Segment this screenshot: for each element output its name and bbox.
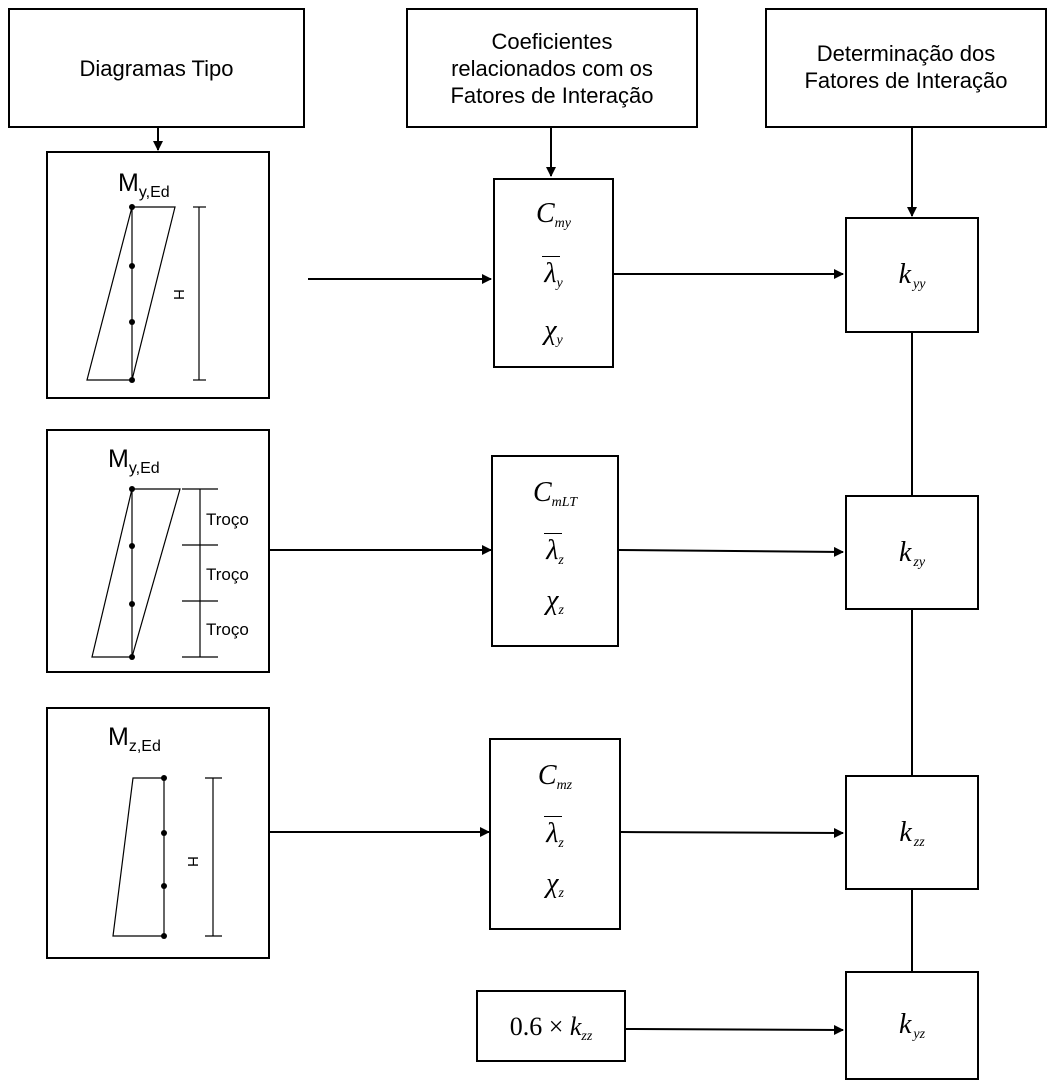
arrow-coef2-to-kzy xyxy=(618,546,844,557)
header-factors: Determinação dos Fatores de Interação xyxy=(765,8,1047,128)
moment-label-my: My,Ed xyxy=(118,169,170,202)
header-factors-line-1: Determinação dos xyxy=(816,41,996,66)
node-lower xyxy=(161,883,167,889)
diagram-my-linear-drawing xyxy=(86,204,206,383)
moment-label-main: M xyxy=(108,445,129,473)
moment-label-mz: Mz,Ed xyxy=(108,723,161,756)
coef-cm: CmLT xyxy=(532,477,578,510)
header-factors-line-2: Fatores de Interação xyxy=(804,68,1008,93)
formula-expression: 0.6 × kzz xyxy=(509,1012,593,1044)
arrow-coef3-to-kzz xyxy=(620,827,844,838)
diagram-my-segments-drawing xyxy=(91,486,218,660)
moment-label-sub: z,Ed xyxy=(128,738,161,755)
node-bottom xyxy=(129,377,135,383)
node-lower xyxy=(129,319,135,325)
coef-cm: Cmz xyxy=(537,760,573,793)
height-mark: H xyxy=(169,289,187,300)
diagram-my-linear: My,Ed H xyxy=(46,151,270,399)
coef-chi: χz xyxy=(546,868,564,901)
node-top xyxy=(129,204,135,210)
arrow-formula-to-kyz xyxy=(625,1024,844,1035)
header-coefficients-line-1: Coeficientes xyxy=(491,28,613,54)
moment-triangle xyxy=(86,206,176,381)
node-upper xyxy=(161,830,167,836)
diagram-mz-trapezoid: Mz,Ed H xyxy=(46,707,270,959)
coef-lambda: λz xyxy=(544,533,564,568)
coefficient-box-y: Cmy λy χy xyxy=(493,178,614,368)
height-mark: H xyxy=(183,856,201,867)
header-diagrams-text: Diagramas Tipo xyxy=(79,55,234,81)
moment-label-main: M xyxy=(118,169,139,197)
formula-box: 0.6 × kzz xyxy=(476,990,626,1062)
segment-label-2: Troço xyxy=(206,565,249,584)
coefficient-box-lt: CmLT λz χz xyxy=(491,455,619,647)
node-upper xyxy=(129,543,135,549)
coef-cm: Cmy xyxy=(535,198,571,231)
segment-label-3: Troço xyxy=(206,620,249,639)
header-diagrams: Diagramas Tipo xyxy=(8,8,305,128)
moment-trapezoid xyxy=(112,777,165,937)
coef-lambda: λz xyxy=(544,816,564,851)
node-lower xyxy=(129,601,135,607)
header-coefficients-line-3: Fatores de Interação xyxy=(450,82,654,108)
diagram-my-segments: My,Ed Troço Troço Troço xyxy=(46,429,270,673)
moment-label-my-2: My,Ed xyxy=(108,445,160,478)
node-upper xyxy=(129,263,135,269)
coefficient-box-z: Cmz λz χz xyxy=(489,738,621,930)
moment-label-sub: y,Ed xyxy=(128,460,160,477)
coef-lambda: λy xyxy=(542,256,563,291)
coef-chi: χz xyxy=(546,585,564,618)
node-bottom xyxy=(129,654,135,660)
diagram-mz-drawing xyxy=(112,775,222,939)
formula-coefficient: 0.6 × xyxy=(509,1012,570,1041)
header-coefficients: Coeficientes relacionados com os Fatores… xyxy=(406,8,698,128)
node-top xyxy=(161,775,167,781)
segment-label-1: Troço xyxy=(206,510,249,529)
node-top xyxy=(129,486,135,492)
coef-chi: χy xyxy=(544,315,563,348)
moment-label-main: M xyxy=(108,723,129,751)
moment-label-sub: y,Ed xyxy=(138,184,170,201)
moment-triangle xyxy=(91,488,181,658)
node-bottom xyxy=(161,933,167,939)
header-coefficients-line-2: relacionados com os xyxy=(451,55,653,81)
